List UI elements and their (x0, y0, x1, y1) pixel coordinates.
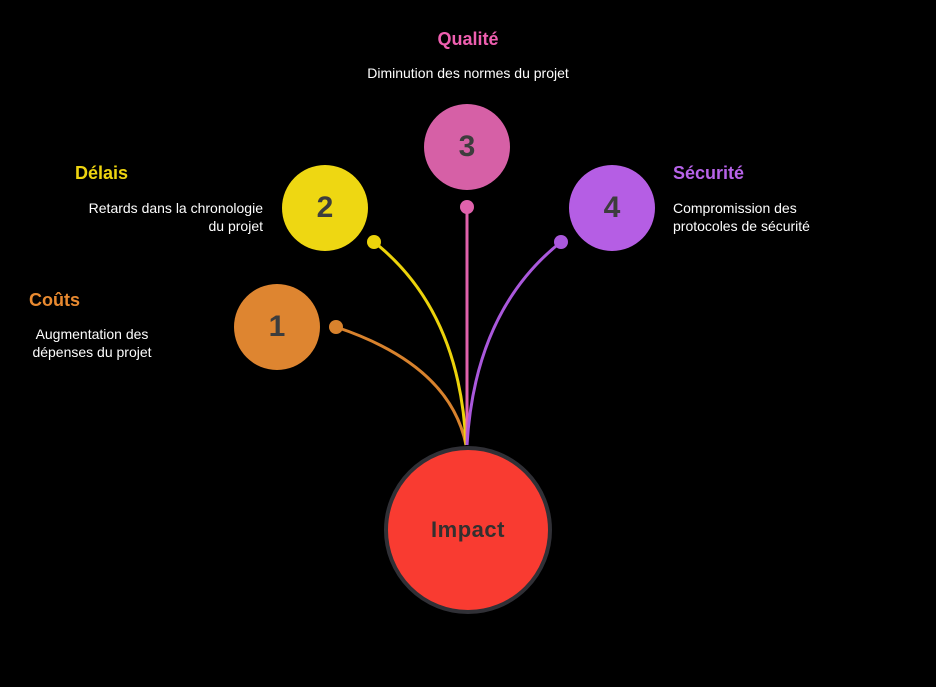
title-couts: Coûts (29, 290, 80, 310)
title-securite: Sécurité (673, 163, 745, 183)
connector-dot-delais (367, 235, 381, 249)
node-number-delais: 2 (316, 191, 334, 224)
connector-line-couts (335, 325, 468, 446)
title-qualite: Qualité (437, 29, 499, 49)
description-qualite: Diminution des normes du projet (367, 65, 569, 81)
node-number-couts: 1 (268, 310, 286, 343)
connector-line-delais (373, 240, 468, 446)
impact-circle: Impact (384, 446, 552, 614)
node-circle-qualite: 3 (424, 104, 510, 190)
description-securite: Compromission des protocoles de sécurité (673, 200, 810, 234)
connector-dot-qualite (460, 200, 474, 214)
node-number-qualite: 3 (458, 130, 476, 163)
description-couts: Augmentation des dépenses du projet (32, 326, 152, 360)
impact-label: Impact (431, 517, 505, 542)
node-circle-delais: 2 (282, 165, 368, 251)
description-delais: Retards dans la chronologie du projet (88, 200, 263, 234)
node-number-securite: 4 (603, 191, 621, 224)
connector-line-securite (465, 240, 562, 446)
title-delais: Délais (75, 163, 129, 183)
connector-dot-securite (554, 235, 568, 249)
node-circle-couts: 1 (234, 284, 320, 370)
connector-dot-couts (329, 320, 343, 334)
node-circle-securite: 4 (569, 165, 655, 251)
